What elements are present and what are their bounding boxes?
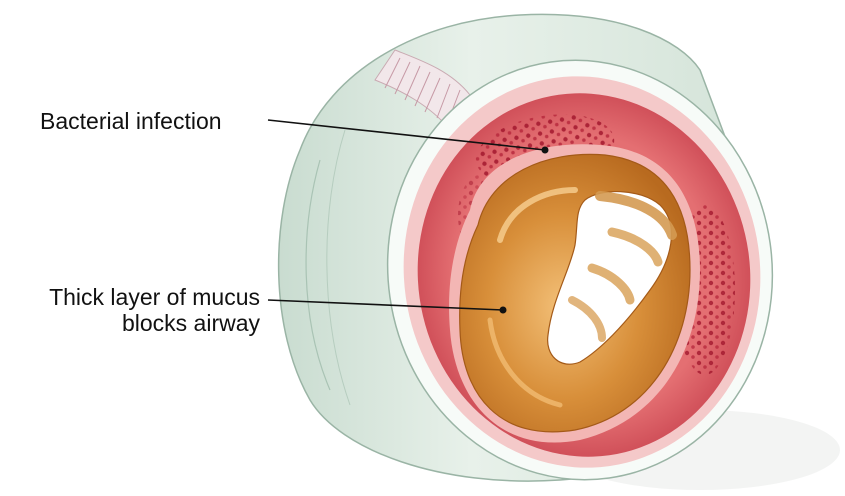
mucus-label-line2: blocks airway [12, 310, 260, 336]
bacterial-pointer-dot [542, 147, 549, 154]
mucus-label-line1: Thick layer of mucus [12, 284, 260, 310]
mucus-label: Thick layer of mucus blocks airway [12, 284, 260, 336]
bacterial-infection-label: Bacterial infection [40, 108, 222, 134]
mucus-pointer-dot [500, 307, 507, 314]
